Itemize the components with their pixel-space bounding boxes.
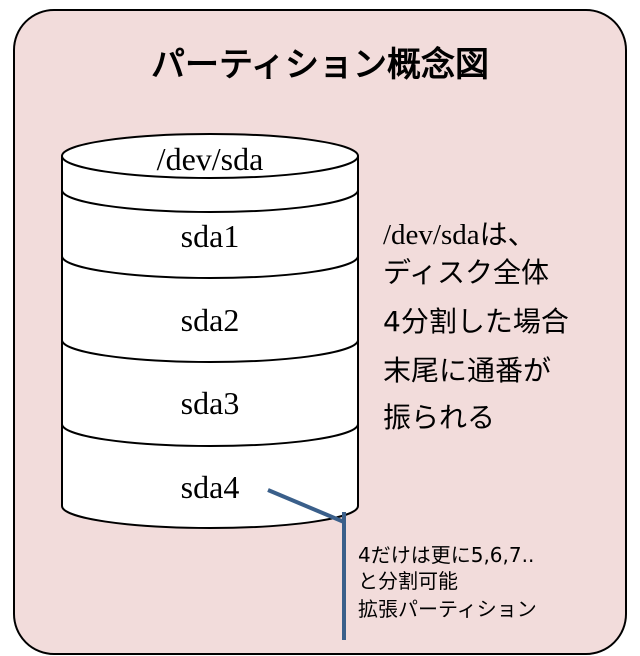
- extended-note-line-3: 拡張パーティション: [358, 597, 537, 621]
- partition-label-sda4: sda4: [181, 469, 240, 505]
- partition-divider: [61, 423, 359, 447]
- extended-note-line-2: と分割可能: [358, 569, 458, 593]
- partition-label-sda3: sda3: [181, 385, 240, 421]
- diagram-title: パーティション概念図: [151, 45, 489, 84]
- disk-device-label: /dev/sda: [157, 141, 264, 177]
- partition-divider: [61, 189, 359, 213]
- disk-cylinder-top: [61, 133, 359, 179]
- note-line-1: /dev/sdaは、: [383, 218, 536, 251]
- note-line-3: 4分割した場合: [383, 305, 569, 338]
- partition-label-sda2: sda2: [181, 302, 240, 338]
- partition-label-sda1: sda1: [181, 218, 240, 254]
- partition-divider: [61, 255, 359, 279]
- note-line-4: 末尾に通番が: [383, 354, 551, 387]
- note-line-2: ディスク全体: [383, 256, 549, 289]
- partition-divider: [61, 339, 359, 363]
- extended-note-line-1: 4だけは更に5,6,7..: [358, 543, 534, 567]
- note-line-5: 振られる: [383, 401, 495, 434]
- pointer-line-diagonal: [267, 488, 345, 524]
- note-device-name: /dev/sda: [383, 219, 480, 251]
- note-line-1-suffix: は、: [480, 218, 536, 251]
